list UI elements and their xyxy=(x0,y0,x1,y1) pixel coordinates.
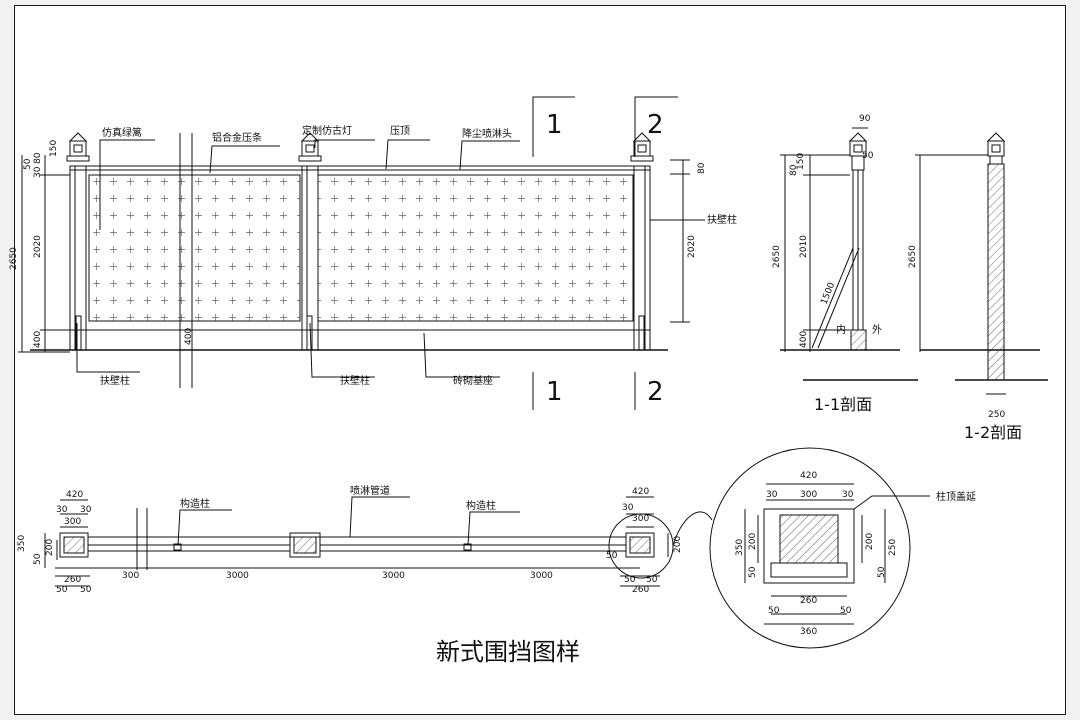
detail-dim-300: 300 xyxy=(800,490,817,500)
label-lamp: 定制仿古灯 xyxy=(302,124,352,137)
section-mark-2-bottom: 2 xyxy=(647,377,664,407)
plan-dim-50b: 50 xyxy=(80,585,92,595)
dim-1-1-90: 90 xyxy=(859,114,871,124)
plan-dim-3000b: 3000 xyxy=(382,571,405,581)
detail-dim-200: 200 xyxy=(748,533,758,550)
plan-label-column-right: 构造柱 xyxy=(466,499,496,512)
dim-right-80: 80 xyxy=(697,162,707,174)
dim-1-1-50: 50 xyxy=(862,151,874,161)
section-1-2-title: 1-2剖面 xyxy=(964,423,1022,442)
plan-label-pipe: 喷淋管道 xyxy=(350,484,390,497)
dim-1-1-2010: 2010 xyxy=(799,235,809,258)
plan-dim-30a: 30 xyxy=(56,505,68,515)
lamp-mid-icon xyxy=(298,132,322,162)
lamp-left-icon xyxy=(66,132,90,162)
detail-dim-260: 260 xyxy=(800,596,817,606)
detail-dim-r200: 200 xyxy=(865,533,875,550)
elevation-view xyxy=(18,96,705,410)
section-1-1-view xyxy=(780,127,918,381)
section-mark-1-bottom: 1 xyxy=(546,377,563,407)
plan-dim-r200: 200 xyxy=(673,536,683,553)
plan-dim-30b: 30 xyxy=(80,505,92,515)
pilaster-right xyxy=(633,165,651,351)
plan-dim-r300: 300 xyxy=(632,514,649,524)
label-spray: 降尘喷淋头 xyxy=(462,127,512,140)
plan-dim-50a: 50 xyxy=(56,585,68,595)
label-pilaster-bottom-left: 扶壁柱 xyxy=(100,374,130,387)
detail-dim-420: 420 xyxy=(800,471,817,481)
section-mark-2-top: 2 xyxy=(647,110,664,140)
lamp-right-icon xyxy=(630,132,654,162)
section-1-2-view xyxy=(915,132,1048,395)
drawing-title: 新式围挡图样 xyxy=(436,638,580,666)
plan-dim-3000c: 3000 xyxy=(530,571,553,581)
dim-1-2-2650: 2650 xyxy=(908,245,918,268)
detail-dim-50a: 50 xyxy=(768,606,780,616)
dim-50: 50 xyxy=(23,158,33,170)
plan-dim-50: 50 xyxy=(33,553,43,565)
dim-30: 30 xyxy=(33,166,43,178)
detail-dim-30b: 30 xyxy=(842,490,854,500)
dim-1-1-80: 80 xyxy=(789,164,799,176)
detail-dim-350: 350 xyxy=(735,539,745,556)
detail-dim-50b: 50 xyxy=(840,606,852,616)
plan-dim-260: 260 xyxy=(64,575,81,585)
label-inside: 内 xyxy=(836,323,846,336)
dim-1-2-250: 250 xyxy=(988,410,1005,420)
plan-dim-r260: 260 xyxy=(632,585,649,595)
section-1-1-title: 1-1剖面 xyxy=(814,395,872,414)
plan-dim-r50b: 50 xyxy=(646,575,658,585)
label-alloy-strip: 铝合金压条 xyxy=(212,131,262,144)
detail-dim-250: 250 xyxy=(888,539,898,556)
dim-total-2650: 2650 xyxy=(9,247,19,270)
label-ivy: 仿真绿篱 xyxy=(102,126,142,139)
plan-dim-s300: 300 xyxy=(122,571,139,581)
plan-dim-r50: 50 xyxy=(606,551,618,561)
plan-dim-3000a: 3000 xyxy=(226,571,249,581)
label-base: 砖砌基座 xyxy=(453,374,493,387)
dim-80: 80 xyxy=(33,152,43,164)
plan-dim-200: 200 xyxy=(45,539,55,556)
detail-label-cap-ext: 柱顶盖延 xyxy=(936,490,976,503)
detail-dim-30a: 30 xyxy=(766,490,778,500)
dim-1-1-2650: 2650 xyxy=(772,245,782,268)
plan-detail-view xyxy=(709,447,930,649)
pilaster-mid xyxy=(301,165,319,351)
label-pilaster-right: 扶壁柱 xyxy=(707,213,737,226)
plan-dim-r50a: 50 xyxy=(624,575,636,585)
detail-dim-360: 360 xyxy=(800,627,817,637)
plan-dim-350: 350 xyxy=(17,535,27,552)
plan-dim-r420: 420 xyxy=(632,487,649,497)
plan-label-column-left: 构造柱 xyxy=(180,497,210,510)
plan-dim-420: 420 xyxy=(66,490,83,500)
drawing-sheet xyxy=(14,5,1066,715)
label-outside: 外 xyxy=(872,324,882,336)
dim-1-1-150: 150 xyxy=(796,153,806,170)
plan-dim-r30: 30 xyxy=(622,503,634,513)
panel-left xyxy=(88,174,301,322)
pilaster-left xyxy=(69,165,87,351)
label-cap: 压顶 xyxy=(390,125,410,137)
dim-base-400: 400 xyxy=(33,331,43,348)
dim-mid-400: 400 xyxy=(184,328,194,345)
dim-right-2020: 2020 xyxy=(687,235,697,258)
dim-panel-2020: 2020 xyxy=(33,235,43,258)
dim-1-1-400: 400 xyxy=(799,331,809,348)
plan-view xyxy=(44,496,713,587)
panel-right xyxy=(317,174,634,322)
label-pilaster-bottom-mid: 扶壁柱 xyxy=(340,374,370,387)
detail-dim-r50: 50 xyxy=(877,566,887,578)
dim-150: 150 xyxy=(49,140,59,157)
detail-dim-50: 50 xyxy=(748,566,758,578)
plan-dim-300: 300 xyxy=(64,517,81,527)
section-mark-1-top: 1 xyxy=(546,110,563,140)
